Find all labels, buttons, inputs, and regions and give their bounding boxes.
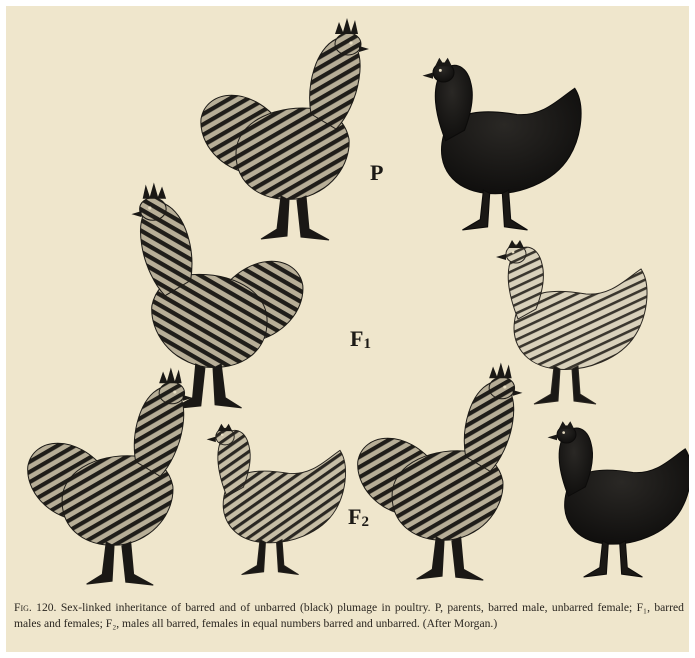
figure-plate: P F1 F2 Fig. 120. Sex-linked inheritance… bbox=[6, 6, 689, 652]
figure-number: Fig. 120. bbox=[14, 601, 56, 614]
f2-unbarred-female bbox=[548, 421, 690, 577]
generation-label-f1: F1 bbox=[350, 328, 371, 352]
f2-barred-male-1 bbox=[28, 368, 193, 586]
generation-label-p: P bbox=[370, 162, 383, 186]
p-barred-male bbox=[201, 18, 369, 240]
f1-barred-male bbox=[131, 182, 302, 408]
generation-label-f2: F2 bbox=[348, 506, 369, 530]
f2-barred-female bbox=[207, 424, 346, 575]
caption-text: Sex-linked inheritance of barred and of … bbox=[14, 601, 684, 630]
figure-caption: Fig. 120. Sex-linked inheritance of barr… bbox=[14, 600, 684, 632]
f1-barred-female bbox=[496, 240, 647, 404]
f2-barred-male-2 bbox=[358, 363, 523, 581]
p-unbarred-female bbox=[423, 58, 582, 230]
